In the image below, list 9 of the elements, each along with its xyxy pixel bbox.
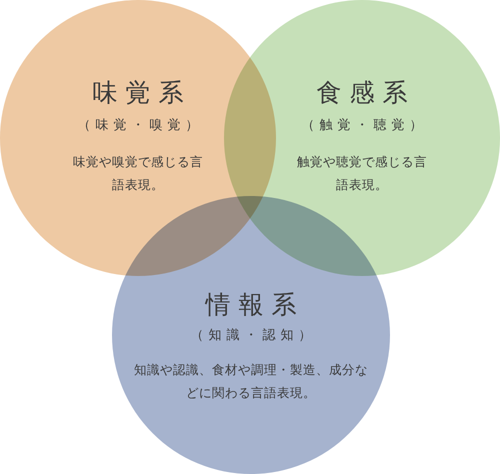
circle-heading: 味覚系	[92, 77, 192, 109]
circle-description: 触覚や聴覚で感じる言語表現。	[297, 153, 427, 194]
circle-subheading: （触覚・聴覚）	[300, 117, 428, 134]
circle-heading: 食感系	[316, 77, 416, 109]
circle-heading: 情報系	[204, 289, 306, 321]
circle-subheading: （味覚・嗅覚）	[76, 117, 204, 134]
circle-subheading: （知識・認知）	[190, 327, 318, 344]
circle-description: 味覚や嗅覚で感じる言語表現。	[73, 153, 203, 194]
circle-description: 知識や認識、食材や調理・製造、成分などに関わる言語表現。	[133, 361, 369, 402]
